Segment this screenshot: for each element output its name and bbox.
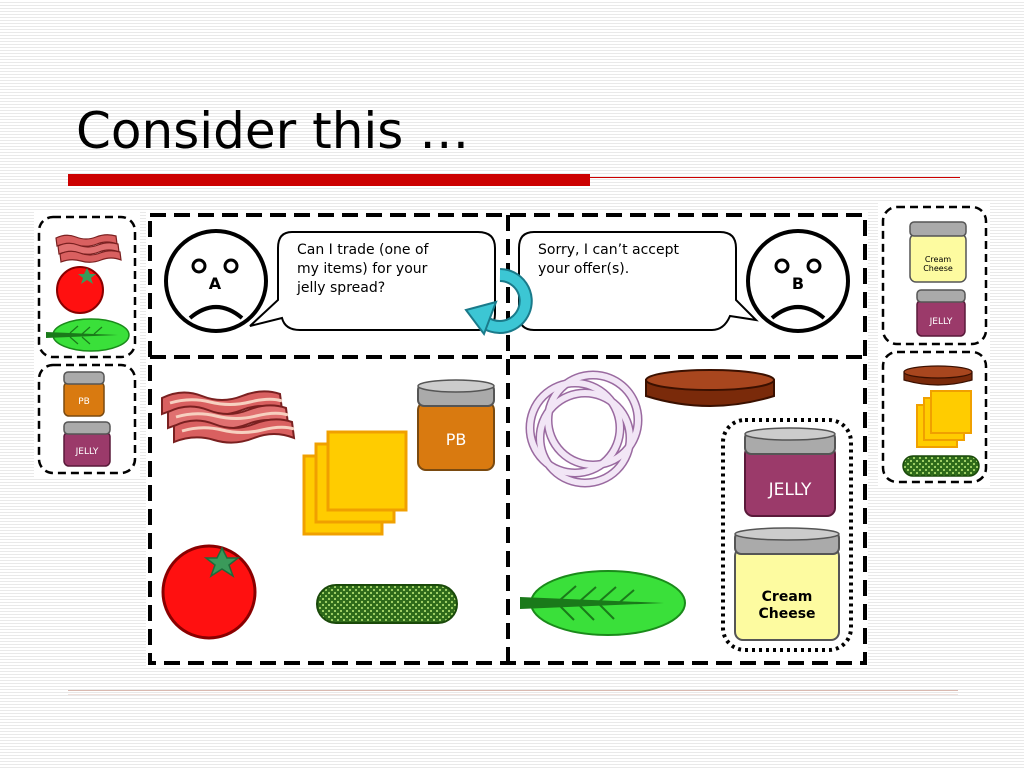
tomato-small-icon — [56, 266, 104, 314]
cheese-slices-icon — [302, 430, 408, 536]
speech-bubble-a: Can I trade (one of my items) for your j… — [249, 231, 496, 331]
requested-items-frame — [721, 418, 853, 652]
cream-cheese-label-line-1: Cream — [762, 589, 813, 605]
jelly-jar-large-label: JELLY — [768, 480, 812, 500]
lettuce-leaf-icon — [520, 570, 686, 636]
footer-rule — [68, 690, 958, 691]
title-underline-thick — [68, 174, 590, 186]
person-b-label: B — [792, 274, 804, 293]
speech-b-line-1: Sorry, I can’t accept — [538, 242, 679, 258]
person-a-label: A — [209, 274, 222, 293]
right-inventory-frame-top — [881, 205, 988, 346]
tomato-icon — [161, 544, 257, 640]
pb-jar-small-icon: PB — [63, 371, 105, 417]
bacon-icon — [161, 390, 296, 444]
left-inventory-frame-top — [37, 215, 137, 359]
bacon-small-icon — [55, 234, 122, 263]
lettuce-small-icon — [46, 318, 130, 352]
slide-title: Consider this … — [76, 102, 470, 160]
cycle-arrow-icon — [464, 268, 533, 337]
pb-jar-small-label: PB — [78, 397, 90, 407]
speech-b-line-2: your offer(s). — [538, 261, 629, 277]
pickle-small-icon — [902, 455, 980, 477]
jelly-jar-right-small-label: JELLY — [929, 317, 953, 327]
pickle-icon — [316, 584, 458, 624]
jelly-jar-large-icon: JELLY — [744, 427, 836, 517]
speech-a-line-1: Can I trade (one of — [297, 242, 430, 258]
burger-patty-icon — [645, 369, 775, 407]
title-underline-thin — [590, 177, 960, 178]
main-dashed-frame — [148, 213, 867, 665]
speech-a-line-3: jelly spread? — [296, 280, 385, 296]
patty-small-icon — [903, 365, 973, 386]
jelly-jar-small-icon: JELLY — [63, 421, 111, 467]
right-inventory-frame-bottom — [881, 350, 988, 484]
cream-cheese-small-line-2: Cheese — [923, 264, 953, 273]
cheese-small-icon — [916, 390, 972, 448]
sad-face-a-icon: A — [164, 229, 268, 333]
jelly-jar-small-label: JELLY — [75, 447, 99, 457]
sad-face-b-icon: B — [746, 229, 850, 333]
cream-cheese-label-line-2: Cheese — [758, 606, 815, 622]
pb-jar-label: PB — [446, 430, 467, 449]
jelly-jar-right-small-icon: JELLY — [916, 289, 966, 337]
cream-cheese-jar-small-icon: Cream Cheese — [909, 221, 967, 283]
speech-a-line-2: my items) for your — [297, 261, 428, 277]
left-inventory-frame-bottom — [37, 363, 137, 475]
speech-bubble-b: Sorry, I can’t accept your offer(s). — [518, 231, 759, 331]
cream-cheese-jar-large-icon: Cream Cheese — [734, 527, 840, 641]
peanut-butter-jar-icon: PB — [417, 379, 495, 471]
footer-rule-secondary — [68, 694, 958, 695]
cream-cheese-small-line-1: Cream — [925, 255, 952, 264]
